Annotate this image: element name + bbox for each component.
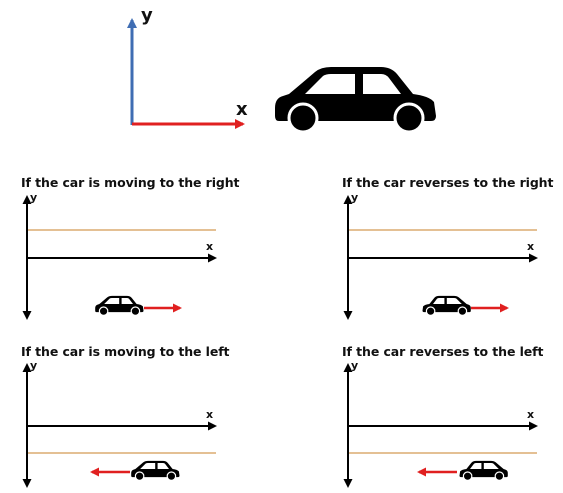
panel-caption: If the car is moving to the left [21,344,230,359]
panel-caption: If the car is moving to the right [21,175,240,190]
car-icon [422,295,471,317]
panel-caption: If the car reverses to the left [342,344,544,359]
panel-moving-left: y x [20,359,250,488]
large-car-icon [275,67,436,134]
panel-reverses-right: y x [341,191,563,320]
panel-y-label: y [30,359,38,372]
panel-x-label: x [206,408,214,421]
panel-y-label: y [30,191,38,204]
panel-x-label: x [527,240,535,253]
panel-x-label: x [527,408,535,421]
main-x-label: x [236,99,248,120]
car-icon [95,295,144,317]
car-icon [459,460,508,482]
car-icon [131,460,180,482]
panel-moving-right: y x [20,191,250,320]
main-y-label: y [141,5,153,26]
panel-x-label: x [206,240,214,253]
panel-caption: If the car reverses to the right [342,175,554,190]
panel-reverses-left: y x [341,359,563,488]
panel-y-label: y [351,191,359,204]
panel-y-label: y [351,359,359,372]
